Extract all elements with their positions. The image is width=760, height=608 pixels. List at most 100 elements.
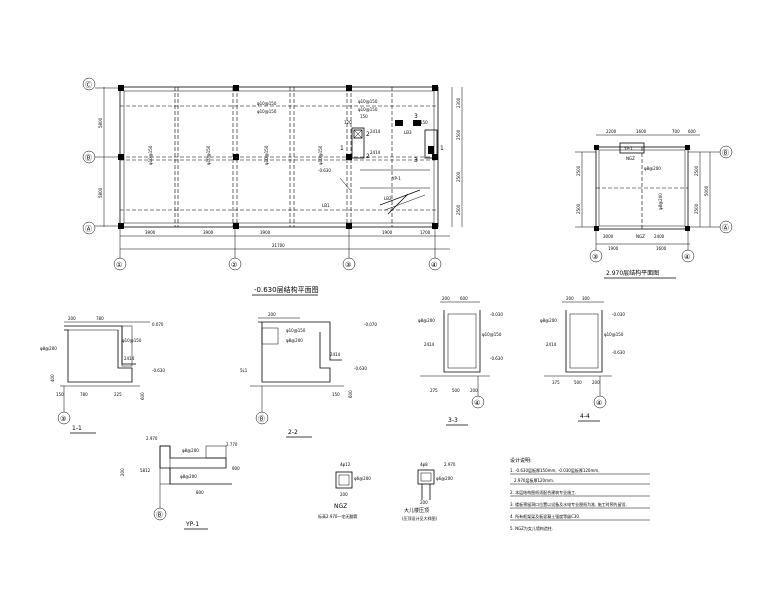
detail-ngz: 4φ12 φ6@200 200 NGZ 标高2.970一宅无翻筒 (318, 462, 371, 519)
elev-label: -0.630 (318, 168, 331, 173)
rebar-label: φ6@200 (436, 476, 453, 481)
dim-text: 200 (268, 312, 276, 317)
dim-text: 3900 (260, 230, 271, 235)
axis-label: Ⓐ (722, 224, 729, 232)
section-1-1: 200 780 φ8@200 φ10@150 2414 0.070 -0.630… (40, 316, 165, 434)
dim-text: 900 (232, 466, 240, 471)
dim-text: 150 (56, 392, 64, 397)
rebar-label: φ8@200 (286, 338, 303, 343)
misc-label: 5812 (140, 468, 151, 473)
rebar-label: φ8@200 (180, 474, 197, 479)
notes-item: 4. 所有框架梁及板混凝土强度等级C30. (510, 513, 580, 519)
dim-text: 3900 (145, 230, 156, 235)
section-callout: 3 (414, 113, 418, 120)
misc-label: 2414 (546, 342, 557, 347)
elev-label: -0.030 (612, 312, 625, 317)
elev-label: 2.770 (226, 442, 238, 447)
dim-text: 200 (68, 316, 76, 321)
axis-label: Ⓑ (258, 415, 265, 423)
dim-text: 5800 (98, 187, 103, 198)
notes-heading: 设计说明: (510, 457, 532, 464)
rebar-label: φ10@150 (264, 145, 269, 165)
dim-text: 2200 (606, 129, 617, 134)
dim-text: 225 (114, 392, 122, 397)
axis-label: ③ (345, 261, 351, 269)
rebar-label: φ8@200 (182, 448, 199, 453)
rebar-label: φ8@200 (644, 166, 661, 171)
beam-label: LB2 (384, 196, 392, 201)
dim-text: 700 (672, 129, 680, 134)
dim-text: 1900 (382, 230, 393, 235)
dim-text: 1600 (636, 129, 647, 134)
misc-label: 2414 (424, 342, 435, 347)
dim-text: 780 (96, 316, 104, 321)
dim-text: 200 (420, 500, 428, 505)
dim-text: 400 (50, 374, 55, 382)
rebar-label: φ8@200 (540, 318, 557, 323)
dim-text: 275 (430, 388, 438, 393)
dim-text: 600 (688, 129, 696, 134)
notes-item: 2.970层板厚120mm. (514, 477, 554, 483)
misc-label: 2414 (370, 150, 381, 155)
rebar-label: φ10@150 (286, 328, 306, 333)
rebar-label: φ8@200 (658, 193, 663, 210)
rebar-label: φ10@150 (257, 101, 277, 106)
misc-label: 2414 (124, 356, 135, 361)
dim-text: 1900 (608, 246, 619, 251)
dim-text: 600 (348, 390, 353, 398)
small-structural-plan: YP-1 NGZ NGZ φ8@200 φ8@200 3000 2400 220… (575, 129, 733, 279)
dim-text: 375 (552, 380, 560, 385)
rebar-label: φ10@150 (148, 145, 153, 165)
dim-text: 300 (582, 296, 590, 301)
dim-text: 2500 (456, 129, 461, 140)
ngz-label: NGZ (626, 156, 635, 161)
section-3-3: 200 600 φ8@200 φ10@150 -0.030 2414 -0.63… (418, 296, 503, 426)
axis-label: ④ (474, 399, 480, 407)
rebar-label: φ10@150 (257, 109, 277, 114)
beam-label: LB3 (404, 130, 412, 135)
dim-text: 200 (442, 296, 450, 301)
dim-text: 2500 (456, 171, 461, 182)
dim-text: 600 (460, 296, 468, 301)
axis-label: ④ (596, 399, 602, 407)
section-yp1: 2.970 2.770 φ8@200 φ8@200 5812 800 200 9… (120, 436, 240, 530)
notes-item: 5. NGZ为女儿墙构造柱. (510, 525, 553, 531)
dim-text: 1700 (420, 230, 431, 235)
misc-label: 150 (360, 114, 368, 119)
dim-text: 800 (196, 490, 204, 495)
dim-text: 3000 (603, 234, 614, 239)
dim-text: 600 (140, 392, 145, 400)
axis-label: Ⓐ (85, 225, 92, 233)
section-title: 2-2 (288, 429, 298, 436)
rebar-label: φ8@200 (418, 318, 435, 323)
dim-text: 200 (340, 492, 348, 497)
elev-label: -0.070 (364, 322, 377, 327)
dim-text: 500 (452, 388, 460, 393)
section-callout: 3 (414, 157, 418, 164)
section-2-2: 200 φ10@150 φ8@200 -0.070 -0.630 2414 5L… (240, 312, 377, 438)
rebar-label: φ10@150 (122, 338, 142, 343)
dim-text: 780 (80, 392, 88, 397)
dim-text: 3900 (203, 230, 214, 235)
elev-label: 2.970 (444, 462, 456, 467)
section-callout: 1 (340, 145, 344, 152)
axis-label: ② (231, 261, 237, 269)
misc-label: 2414 (370, 129, 381, 134)
misc-label: 150 (420, 120, 428, 125)
section-callout: 2 (366, 131, 370, 138)
rebar-label: 4φ8 (420, 462, 428, 467)
design-notes: 设计说明: 1. -0.630层板厚150mm, -0.030层板厚120mm,… (510, 457, 650, 531)
detail-title: 大儿楼压顶 (404, 507, 429, 514)
notes-item: 1. -0.630层板厚150mm, -0.030层板厚120mm, (510, 467, 600, 473)
section-title: 3-3 (448, 417, 458, 424)
axis-label: ① (116, 261, 122, 269)
detail-note: (压顶设计见大样图) (402, 515, 438, 521)
rebar-label: φ6@200 (354, 476, 371, 481)
axis-label: ③ (592, 253, 598, 261)
axis-label: ④ (431, 261, 437, 269)
dim-text: 150 (332, 392, 340, 397)
detail-parapet: 4φ8 2.970 φ6@200 200 大儿楼压顶 (压顶设计见大样图) (402, 462, 456, 521)
dim-text: 2500 (576, 165, 581, 176)
section-title: 1-1 (72, 425, 82, 432)
dim-text: 2500 (456, 204, 461, 215)
